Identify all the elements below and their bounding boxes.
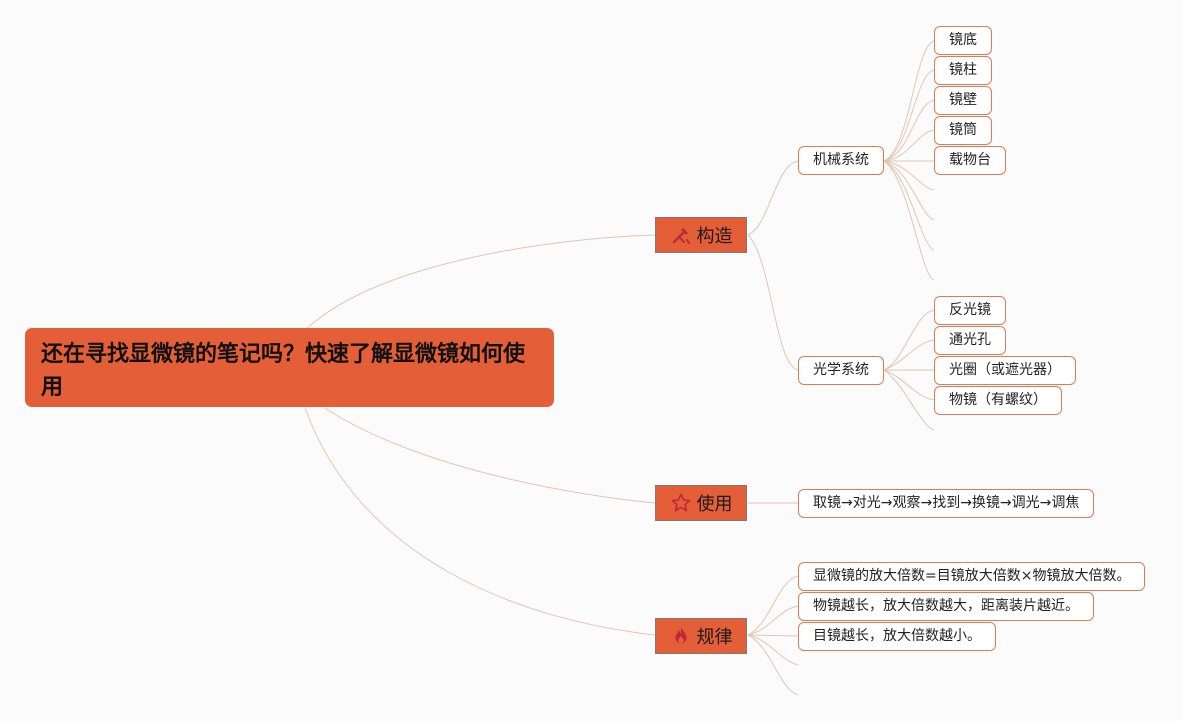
optical-item-label: 通光孔 xyxy=(949,332,991,348)
rule-item[interactable]: 目镜越长，放大倍数越小。 xyxy=(798,622,996,651)
mechanical-item-label: 载物台 xyxy=(949,152,991,168)
rule-item[interactable]: 显微镜的放大倍数=目镜放大倍数×物镜放大倍数。 xyxy=(798,562,1146,591)
usage-steps-label: 取镜→对光→观察→找到→换镜→调光→调焦 xyxy=(813,495,1080,511)
mechanical-item[interactable]: 镜底 xyxy=(934,26,992,55)
optical-system-label: 光学系统 xyxy=(813,362,869,378)
topic-rules-label: 规律 xyxy=(696,627,733,648)
subtopic-mechanical-system[interactable]: 机械系统 xyxy=(798,146,884,175)
optical-item[interactable]: 物镜（有螺纹） xyxy=(934,386,1062,415)
topic-usage-label: 使用 xyxy=(696,494,733,515)
optical-item[interactable]: 通光孔 xyxy=(934,326,1006,355)
optical-item[interactable]: 反光镜 xyxy=(934,296,1006,325)
rule-item-label: 物镜越长，放大倍数越大，距离装片越近。 xyxy=(813,598,1079,614)
root-title: 还在寻找显微镜的笔记吗？快速了解显微镜如何使用 xyxy=(41,342,526,400)
rule-item-label: 显微镜的放大倍数=目镜放大倍数×物镜放大倍数。 xyxy=(813,568,1131,584)
mechanical-item-label: 镜壁 xyxy=(949,92,977,108)
optical-item-label: 光圈（或遮光器） xyxy=(949,362,1061,378)
optical-item-label: 物镜（有螺纹） xyxy=(949,392,1047,408)
mechanical-item-label: 镜筒 xyxy=(949,122,977,138)
mechanical-item[interactable]: 镜筒 xyxy=(934,116,992,145)
optical-item-label: 反光镜 xyxy=(949,302,991,318)
mechanical-system-label: 机械系统 xyxy=(813,152,869,168)
mechanical-item[interactable]: 载物台 xyxy=(934,146,1006,175)
mechanical-item-label: 镜底 xyxy=(949,32,977,48)
rule-item-label: 目镜越长，放大倍数越小。 xyxy=(813,628,981,644)
optical-item[interactable]: 光圈（或遮光器） xyxy=(934,356,1076,385)
root-topic[interactable]: 还在寻找显微镜的笔记吗？快速了解显微镜如何使用 xyxy=(25,328,554,407)
topic-structure[interactable]: 构造 xyxy=(655,217,747,253)
fire-icon xyxy=(670,625,692,647)
mechanical-item[interactable]: 镜柱 xyxy=(934,56,992,85)
mechanical-item-label: 镜柱 xyxy=(949,62,977,78)
rule-item[interactable]: 物镜越长，放大倍数越大，距离装片越近。 xyxy=(798,592,1094,621)
topic-usage[interactable]: 使用 xyxy=(655,485,747,521)
subtopic-optical-system[interactable]: 光学系统 xyxy=(798,356,884,385)
topic-structure-label: 构造 xyxy=(696,226,733,247)
tools-icon xyxy=(670,224,692,246)
usage-steps[interactable]: 取镜→对光→观察→找到→换镜→调光→调焦 xyxy=(798,489,1095,518)
topic-rules[interactable]: 规律 xyxy=(655,618,747,654)
mechanical-item[interactable]: 镜壁 xyxy=(934,86,992,115)
star-icon xyxy=(670,492,692,514)
